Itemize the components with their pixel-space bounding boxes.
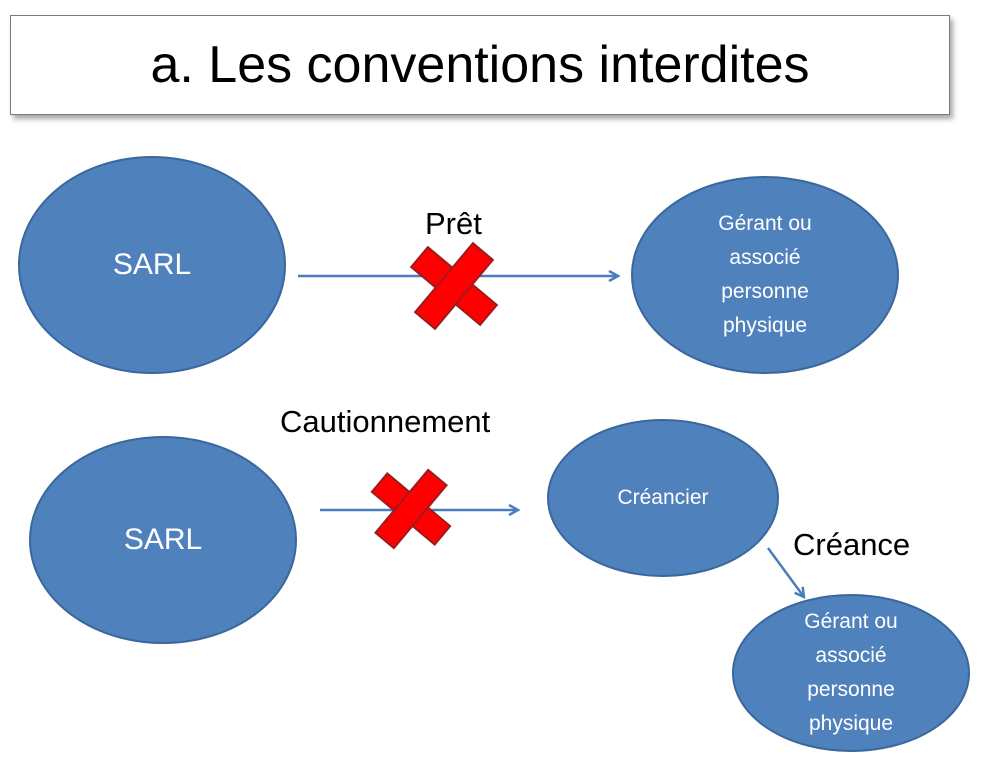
sarl-oval-bottom	[29, 436, 297, 644]
gerant-oval-top	[631, 176, 899, 374]
creance-arrow	[766, 547, 804, 597]
creancier-oval	[547, 419, 779, 577]
sarl-oval-top	[18, 156, 286, 374]
cautionnement-label: Cautionnement	[280, 404, 491, 439]
title-box: a. Les conventions interdites	[10, 15, 950, 115]
creance-label: Créance	[793, 527, 911, 562]
gerant-oval-bottom	[732, 594, 970, 752]
pret-label: Prêt	[425, 206, 482, 241]
cross-icon	[409, 241, 499, 331]
slide-title: a. Les conventions interdites	[150, 36, 810, 94]
cross-icon	[370, 468, 452, 550]
